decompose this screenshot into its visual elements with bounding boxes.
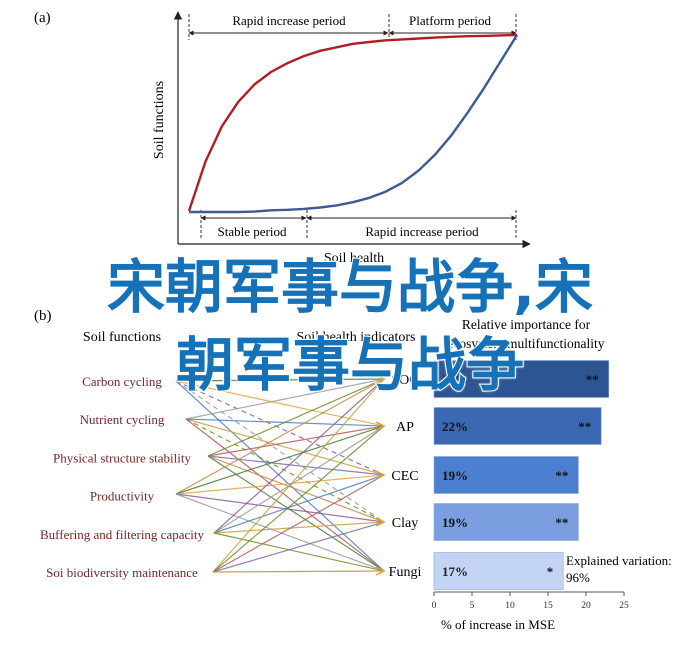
link-arrowhead — [375, 421, 386, 431]
y-axis-label: Soil functions — [152, 81, 167, 159]
explained-variation-value: 96% — [566, 570, 590, 585]
bar-x-tick-label: 0 — [432, 601, 437, 611]
link-line — [213, 425, 385, 534]
importance-title-line2: ecosystem multifunctionality — [447, 336, 604, 351]
indicator-label: Clay — [392, 516, 418, 531]
link-line — [212, 570, 385, 573]
indicator-label: CEC — [391, 469, 418, 484]
bar-x-tick-label: 10 — [505, 601, 515, 611]
importance-title-line1: Relative importance for — [462, 317, 591, 332]
link-arrowhead — [375, 566, 386, 576]
function-label: Soi biodiversity maintenance — [46, 565, 198, 580]
bar-x-tick-label: 25 — [619, 601, 629, 611]
link-line — [212, 378, 385, 573]
link-line — [175, 493, 385, 572]
link-line — [175, 380, 385, 523]
bar-x-axis-label: % of increase in MSE — [441, 617, 555, 632]
link-line — [185, 378, 385, 420]
function-label: Productivity — [90, 489, 155, 504]
red-curve — [187, 33, 518, 212]
link-arrowhead — [375, 470, 386, 480]
bar-value-label: 23% — [442, 372, 468, 387]
bar-x-tick-label: 15 — [543, 601, 553, 611]
bar — [433, 456, 579, 494]
bar — [433, 552, 564, 590]
bar-value-label: 19% — [442, 515, 468, 530]
link-line — [185, 418, 385, 523]
indicator-label: Fungi — [389, 565, 422, 580]
link-line — [213, 474, 385, 534]
function-label: Nutrient cycling — [80, 412, 165, 427]
function-indicator-links — [175, 374, 386, 576]
bar-significance-label: ** — [578, 419, 591, 434]
rapid-bottom-label: Rapid increase period — [365, 224, 479, 239]
bar-significance-label: * — [547, 564, 554, 579]
indicator-label: AP — [396, 420, 414, 435]
link-line — [212, 521, 385, 573]
bar-value-label: 17% — [442, 564, 468, 579]
blue-curve — [189, 34, 519, 214]
panel-a-label: (a) — [34, 10, 51, 26]
link-arrowhead — [375, 517, 386, 527]
bar-value-label: 19% — [442, 468, 468, 483]
link-line — [175, 378, 385, 382]
link-line — [185, 418, 385, 572]
bar-x-axis: 0 5 10 15 20 25 % of increase in MSE — [432, 591, 629, 632]
link-line — [175, 425, 385, 495]
link-line — [207, 455, 385, 572]
link-line — [213, 378, 385, 534]
indicators-title: Soil health indicators — [297, 330, 416, 345]
function-label: Physical structure stability — [53, 450, 191, 465]
link-line — [175, 378, 385, 495]
bar-x-tick-label: 5 — [470, 601, 475, 611]
link-line — [212, 474, 385, 573]
x-axis-label: Soil health — [324, 251, 384, 266]
bar-x-tick-label: 20 — [581, 601, 591, 611]
indicator-label: SOC — [391, 373, 418, 388]
panel-b-label: (b) — [34, 308, 52, 324]
bar-significance-label: ** — [586, 372, 599, 387]
link-line — [212, 425, 385, 573]
bar-significance-label: ** — [555, 515, 568, 530]
link-line — [175, 474, 385, 495]
bar — [433, 407, 602, 445]
panel-a-period-annotations: Rapid increase period Platform period St… — [188, 13, 517, 240]
link-line — [175, 493, 385, 523]
link-arrowhead — [375, 374, 386, 384]
function-label: Buffering and filtering capacity — [40, 527, 205, 542]
importance-bars: 23% ** 22% ** 19% ** 19% ** 17% * — [433, 360, 610, 590]
bar — [433, 503, 579, 541]
link-line — [185, 418, 385, 476]
functions-title: Soil functions — [83, 330, 161, 345]
link-line — [213, 521, 385, 534]
function-label: Carbon cycling — [82, 374, 162, 389]
link-line — [207, 455, 385, 523]
link-line — [207, 425, 385, 457]
link-line — [207, 455, 385, 476]
panel-a-axes: Soil functions Soil health — [152, 11, 531, 266]
platform-label: Platform period — [409, 13, 491, 28]
stable-label: Stable period — [218, 224, 287, 239]
bar-significance-label: ** — [555, 468, 568, 483]
rapid-top-label: Rapid increase period — [232, 13, 346, 28]
bar-value-label: 22% — [442, 419, 468, 434]
explained-variation-label: Explained variation: — [566, 553, 672, 568]
panel-a-curves — [187, 33, 519, 214]
link-line — [207, 378, 385, 457]
link-line — [175, 380, 385, 476]
link-line — [175, 380, 385, 572]
bar — [433, 360, 610, 398]
